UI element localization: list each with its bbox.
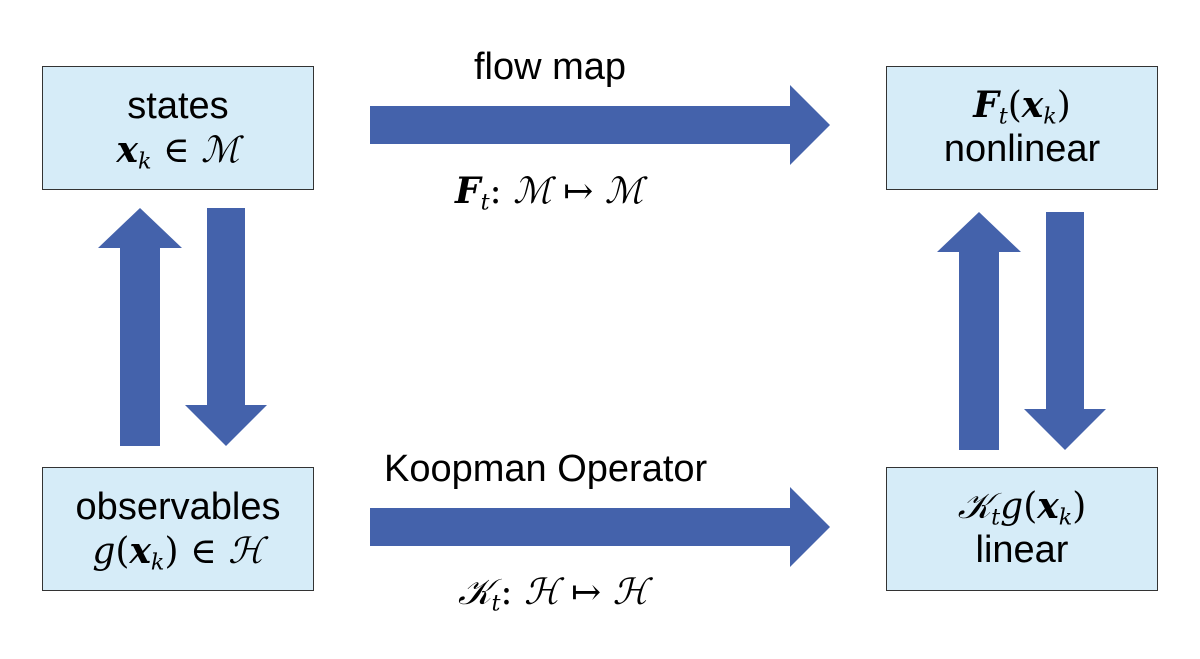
flow-map-math: Ft: ℳ ↦ ℳ: [455, 170, 644, 216]
observables-math: g(xk) ∈ ℋ: [92, 529, 264, 576]
koopman-result-box: 𝒦tg(xk) linear: [886, 467, 1158, 591]
flow-result-math: Ft(xk): [973, 83, 1071, 130]
states-math: xk ∈ ℳ: [116, 128, 240, 175]
flow-result-box: Ft(xk) nonlinear: [886, 66, 1158, 190]
flow-map-label: flow map: [474, 46, 627, 88]
states-label: states: [127, 84, 229, 127]
right-down-arrow: [1024, 212, 1106, 450]
left-down-arrow: [185, 208, 267, 446]
nonlinear-label: nonlinear: [943, 128, 1101, 171]
flow-map-arrow: [370, 85, 830, 165]
koopman-result-math: 𝒦tg(xk): [957, 484, 1087, 531]
linear-label: linear: [975, 529, 1069, 572]
right-up-arrow: [937, 212, 1021, 450]
koopman-operator-arrow: [370, 487, 830, 567]
observables-box: observables g(xk) ∈ ℋ: [42, 467, 314, 591]
states-box: states xk ∈ ℳ: [42, 66, 314, 190]
koopman-operator-label: Koopman Operator: [384, 448, 708, 490]
left-up-arrow: [98, 208, 182, 446]
observables-label: observables: [75, 485, 281, 528]
koopman-math: 𝒦t: ℋ ↦ ℋ: [458, 572, 649, 617]
